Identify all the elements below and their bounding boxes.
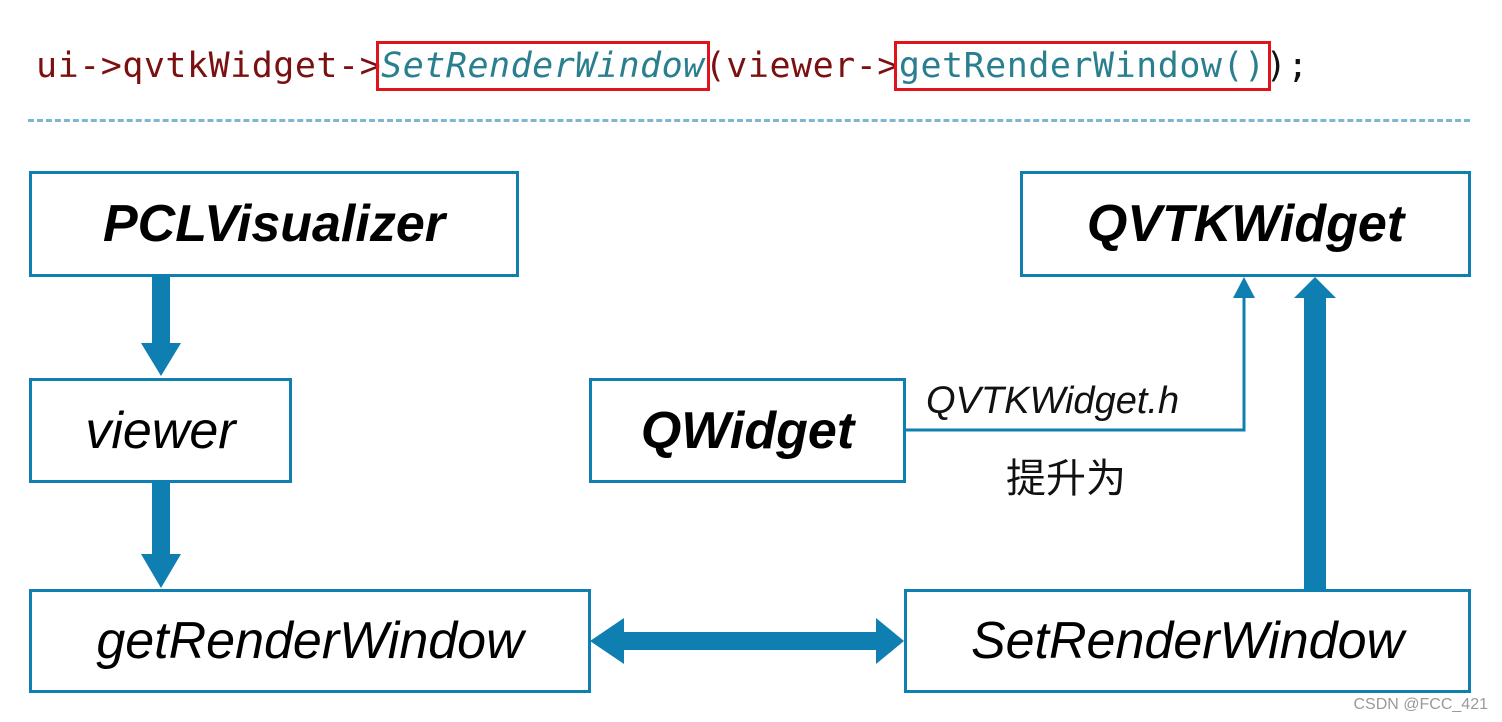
promote-label: 提升为	[1006, 456, 1126, 502]
header-file-label: QVTKWidget.h	[926, 380, 1180, 422]
node-viewer-label: viewer	[85, 401, 236, 460]
dashed-divider	[28, 119, 1470, 122]
node-setrenderwindow-label: SetRenderWindow	[970, 612, 1405, 670]
code-part-viewer: (viewer->	[704, 46, 899, 86]
watermark: CSDN @FCC_421	[1353, 696, 1489, 713]
arrow-set-to-qvtk-shaft	[1304, 296, 1326, 590]
node-getrenderwindow: getRenderWindow	[29, 589, 591, 693]
code-part-suffix: );	[1265, 46, 1309, 86]
arrow-viewer-to-get-head	[141, 554, 181, 588]
arrow-pcl-to-viewer-shaft	[152, 275, 170, 345]
node-qwidget-label: QWidget	[640, 401, 855, 460]
node-pclvisualizer: PCLVisualizer	[29, 171, 519, 277]
node-qwidget: QWidget	[589, 378, 906, 483]
node-viewer: viewer	[29, 378, 292, 483]
node-qvtkwidget: QVTKWidget	[1020, 171, 1471, 277]
node-qvtkwidget-label: QVTKWidget	[1086, 195, 1405, 253]
node-pclvisualizer-label: PCLVisualizer	[103, 195, 445, 253]
promote-arrow-head	[1233, 277, 1255, 298]
code-getrenderwindow-highlight: getRenderWindow()	[893, 41, 1271, 91]
arrow-pcl-to-viewer-head	[141, 343, 181, 376]
node-setrenderwindow: SetRenderWindow	[904, 589, 1471, 693]
double-arrow-right-head	[876, 618, 904, 664]
node-getrenderwindow-label: getRenderWindow	[96, 612, 524, 670]
promote-line	[906, 290, 1246, 432]
code-setrenderwindow-highlight: SetRenderWindow	[376, 41, 710, 91]
double-arrow-shaft	[620, 632, 880, 650]
arrow-set-to-qvtk-head	[1294, 277, 1336, 298]
arrow-viewer-to-get-shaft	[152, 482, 170, 556]
code-part-prefix: ui->qvtkWidget->	[36, 46, 382, 86]
double-arrow-left-head	[590, 618, 624, 664]
code-line: ui->qvtkWidget->SetRenderWindow(viewer->…	[36, 38, 1309, 94]
